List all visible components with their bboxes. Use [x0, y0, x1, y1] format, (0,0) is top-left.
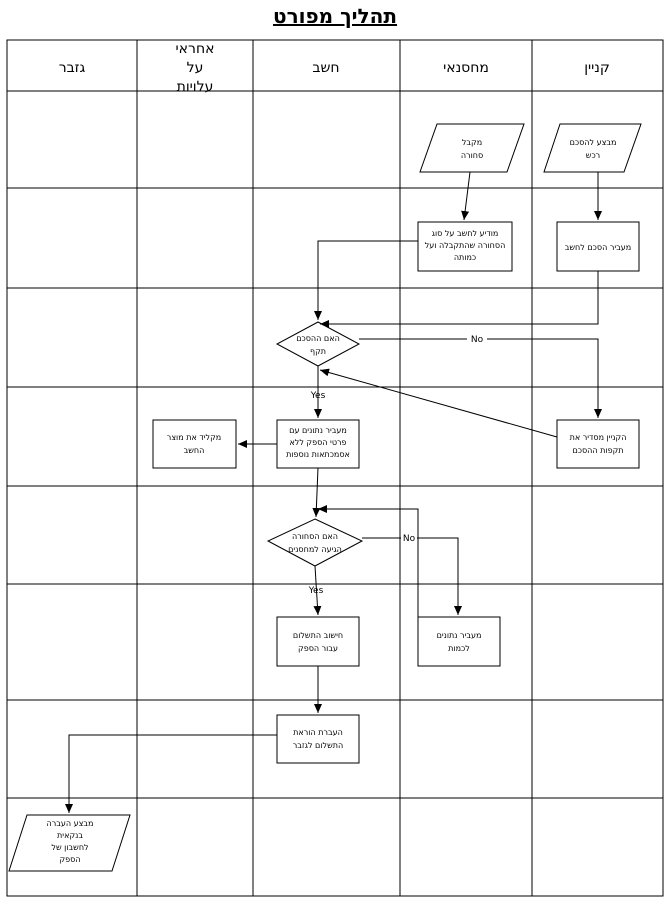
store-report-shape: [417, 221, 513, 272]
acct-transfer-data-shape: [276, 419, 360, 469]
shape-text-line: עבור הספק: [298, 644, 338, 653]
connector-transfer-to-decision: [320, 271, 599, 328]
lane-header-buyer: קניין: [584, 60, 610, 76]
shape-text-line: מקליד את מוצר: [167, 433, 221, 442]
store-transfer-text: מעביר נתונים לכמות: [437, 631, 482, 653]
treasurer-pay-text: מבצע העברה בנקאית לחשבון של הספק: [47, 819, 94, 864]
shape-text-line: העברת הוראת: [293, 728, 343, 737]
shape-text-line: בנקאית: [57, 831, 83, 840]
swimlane-grid: [6, 39, 664, 897]
shape-text-line: פרטי הספק ללא: [289, 438, 346, 447]
store-receive-shape: [419, 123, 525, 173]
lane-header-treasurer: גזבר: [59, 60, 86, 76]
treasurer-pay-shape: [8, 814, 131, 872]
page-title: תהליך מפורט: [272, 4, 398, 28]
cost-record-shape: [152, 419, 237, 469]
shape-text-line: כמותה: [454, 253, 476, 262]
shape-text-line: מעביר נתונים: [437, 631, 482, 640]
shape-text-line: תקפות ההסכם: [572, 446, 623, 455]
buyer-transfer-shape: [556, 221, 640, 272]
acct-transfer-data-text: מעביר נתונים עם פרטי הספק ללא אסמכתאות נ…: [286, 426, 350, 459]
shape-text-line: לכמות: [448, 644, 470, 653]
connector-data-to-decision-match: [312, 467, 321, 518]
shape-text-line: הספק: [59, 855, 80, 864]
shape-text-line: מבצע העברה: [47, 819, 94, 828]
connector-report-to-decision: [314, 240, 418, 320]
buyer-transfer-text: מעביר הסכם לחשב: [565, 243, 631, 252]
connector-fix-back-to-decision: [319, 368, 558, 438]
shape-text-line: התשלום לגזבר: [293, 741, 343, 750]
decision-match-shape: [266, 518, 364, 567]
shape-text-line: אסמכתאות נוספות: [286, 450, 350, 459]
shape-text-line: מעביר נתונים עם: [289, 426, 347, 435]
shape-text-line: לחשבון של: [51, 843, 88, 852]
edge-label-bg: [467, 333, 487, 345]
connector-decision-no-to-fix: [359, 338, 602, 418]
lane-header-line: אחראי: [176, 41, 215, 57]
connector-store-back-to-decision: [318, 505, 419, 641]
shape-text-line: מקבל: [462, 138, 482, 147]
shape-text-line: הגיעה למחסנים: [288, 545, 342, 554]
connector-decision-no-to-store: [362, 537, 462, 615]
buyer-start-shape: [543, 123, 642, 173]
shape-text-line: הסחורה שהתקבלה ועל: [425, 241, 506, 250]
lane-header-line: עלויות: [177, 79, 214, 95]
buyer-fix-text: הקניין מסדיר את תקפות ההסכם: [570, 433, 627, 455]
store-report-text: מודיע לחשב על סוג הסחורה שהתקבלה ועל כמו…: [425, 229, 506, 262]
decision-valid-text: האם ההסכם תקף: [296, 334, 340, 356]
edge-label-yes: Yes: [310, 391, 326, 401]
decision-valid-shape: [275, 321, 361, 367]
edge-label-no: No: [403, 534, 416, 544]
shape-text-line: האם הסחורה: [292, 532, 338, 541]
grid-border: [6, 39, 664, 897]
shape-text-line: האם ההסכם: [296, 334, 340, 343]
buyer-start-text: מבצע להסכם רכש: [570, 138, 617, 160]
shape-text-line: תקף: [310, 347, 326, 356]
shape-text-line: מבצע להסכם: [570, 138, 617, 147]
connector-decision-yes-to-calc: [313, 565, 322, 616]
lane-header-cost-officer: אחראי על עלויות: [176, 41, 215, 95]
edge-label-no: No: [471, 335, 484, 345]
buyer-fix-shape: [556, 419, 640, 469]
connector-receive-to-report: [461, 171, 471, 221]
store-transfer-shape: [417, 616, 501, 667]
lane-header-storekeeper: מחסנאי: [443, 60, 489, 76]
shape-text-line: חישוב התשלום: [293, 631, 343, 640]
acct-calc-text: חישוב התשלום עבור הספק: [293, 631, 343, 653]
lane-header-accountant: חשב: [312, 60, 339, 76]
acct-order-text: העברת הוראת התשלום לגזבר: [293, 728, 343, 750]
lane-header-line: על: [187, 60, 204, 76]
connector-order-to-treasurer: [65, 734, 277, 813]
shape-text-line: סחורה: [461, 151, 483, 160]
shape-text-line: מודיע לחשב על סוג: [432, 229, 499, 238]
acct-order-shape: [276, 714, 360, 764]
edge-label-bg: [401, 532, 417, 544]
shape-text-line: החשב: [184, 446, 205, 455]
acct-calc-shape: [276, 616, 360, 667]
decision-match-text: האם הסחורה הגיעה למחסנים: [288, 532, 342, 554]
edge-label-yes: Yes: [308, 586, 324, 596]
shape-text-line: הקניין מסדיר את: [570, 433, 627, 442]
store-receive-text: מקבל סחורה: [461, 138, 483, 160]
cost-record-text: מקליד את מוצר החשב: [167, 433, 221, 455]
shape-text-line: רכש: [586, 151, 600, 160]
